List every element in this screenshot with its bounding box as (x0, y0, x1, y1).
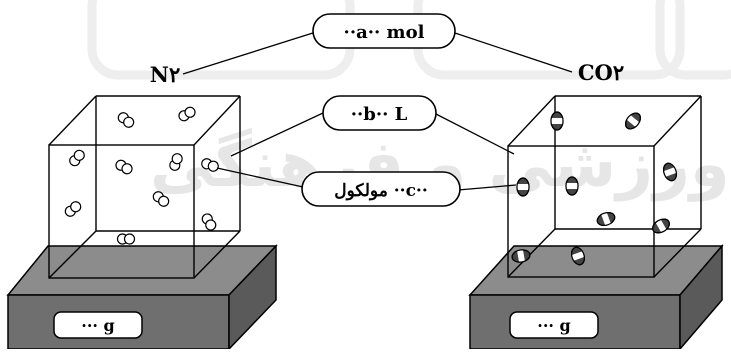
n2-molecule (64, 201, 82, 217)
callout-volume: ··b·· L (322, 95, 437, 131)
callout-molecules-bubble (301, 171, 461, 207)
callout-volume-text: ··b·· L (351, 104, 408, 125)
n2-molecules (64, 106, 219, 245)
left-cube-edge (48, 95, 97, 146)
right-scale-label: ··· g (537, 316, 570, 335)
line-amount-left (182, 31, 317, 75)
right-cube-edge (653, 228, 702, 278)
line-amount-right (451, 31, 573, 73)
gas-label-co2: CO۲ (578, 60, 624, 85)
callout-amount-bubble (312, 13, 456, 49)
right-cube-edge (653, 95, 702, 147)
right-cube-edge (507, 95, 556, 147)
n2-molecule (201, 213, 217, 231)
right-scale-side (679, 243, 723, 349)
co2-molecule (652, 218, 670, 234)
co2-molecules (511, 111, 678, 266)
left-cube-edge (193, 230, 241, 279)
n2-molecule (178, 106, 196, 122)
callout-volume-bubble (322, 95, 437, 131)
line-molecule-right (457, 184, 517, 191)
left-scale: ··· g (6, 244, 278, 349)
right-cube-front (507, 145, 655, 278)
line-volume-left (230, 112, 324, 157)
co2-molecule (596, 211, 616, 227)
co2-molecule (516, 177, 530, 197)
left-container (48, 95, 241, 279)
co2-molecule (662, 162, 678, 182)
left-cube-front (48, 144, 195, 279)
n2-molecule (69, 149, 85, 167)
n2-molecule (115, 159, 133, 175)
co2-molecule (565, 176, 579, 196)
callout-molecules-text: مولکول ··c·· (334, 181, 428, 201)
n2-molecule (116, 233, 136, 245)
callout-lines (182, 31, 573, 191)
left-scale-side (228, 244, 277, 349)
left-scale-display (53, 311, 143, 339)
n2-molecule (117, 112, 135, 128)
right-scale: ··· g (468, 243, 724, 349)
n2-molecule (152, 191, 170, 207)
line-molecule-left (216, 167, 304, 188)
callout-molecules: مولکول ··c·· (301, 171, 461, 207)
left-scale-label: ··· g (81, 316, 114, 335)
co2-molecule (625, 112, 641, 130)
n2-molecule (169, 153, 183, 171)
right-cube-edge (507, 228, 556, 278)
gas-label-n2: N۲ (150, 62, 180, 87)
co2-molecule (550, 111, 564, 131)
callout-amount-text: ··a·· mol (344, 22, 425, 43)
line-volume-right (433, 112, 515, 155)
n2-molecule (201, 158, 219, 172)
co2-molecule (511, 249, 531, 263)
left-cube-edge (48, 230, 97, 279)
co2-molecule (570, 246, 586, 266)
callout-amount: ··a·· mol (312, 13, 456, 49)
right-scale-display (509, 311, 599, 339)
left-cube-edge (193, 95, 241, 146)
